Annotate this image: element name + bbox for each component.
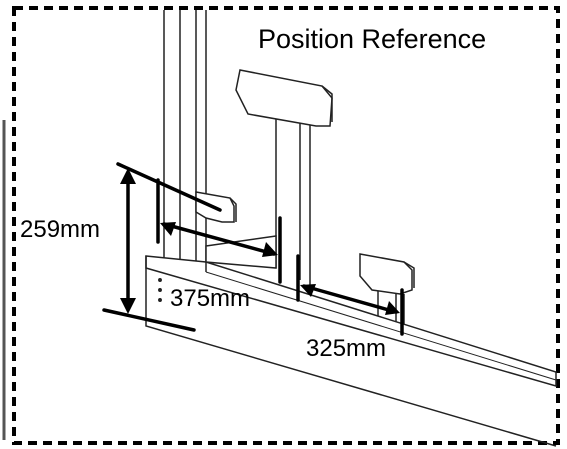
second-spacing-label: 325mm <box>306 335 386 362</box>
title-label: Position Reference <box>258 24 486 54</box>
arrow-heads <box>120 168 400 315</box>
first-spacing-label: 375mm <box>170 285 250 312</box>
bracket-back-panel <box>205 235 277 269</box>
base-bar <box>145 255 557 447</box>
tall-post <box>163 10 207 262</box>
middle-bracket <box>235 69 333 285</box>
dimension-lines <box>102 162 404 336</box>
dashed-border <box>12 6 560 445</box>
right-bracket <box>359 253 415 328</box>
height-dimension-label: 259mm <box>20 216 100 243</box>
